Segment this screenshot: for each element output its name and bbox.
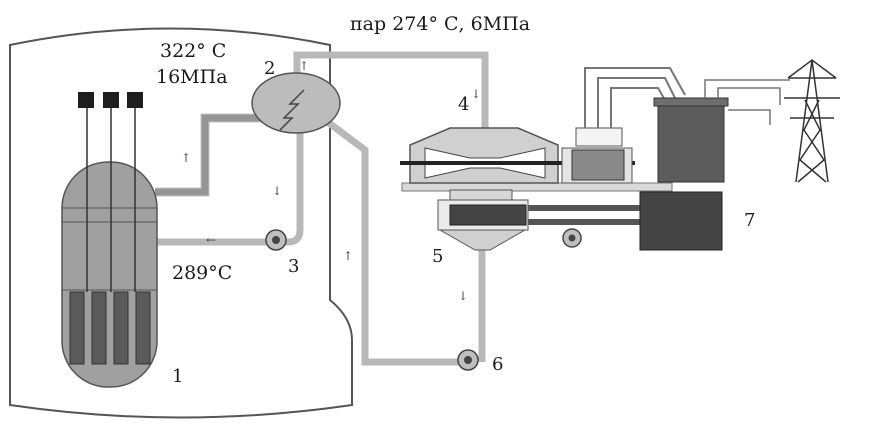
- hot-leg-pipe-outline: [155, 113, 270, 197]
- feedwater-pump-icon: [457, 349, 479, 371]
- generator-output-line: [597, 77, 676, 128]
- flow-arrow-down-icon: ↓: [272, 184, 283, 198]
- transformer-top: [653, 97, 729, 107]
- feedwater-pipe: [322, 117, 470, 366]
- generator: [571, 149, 625, 181]
- condenser-tubes: [449, 204, 527, 226]
- cooling-water-source: [639, 191, 723, 251]
- circulation-pump-icon: [562, 228, 582, 248]
- flow-arrow-up-icon: ↑: [181, 151, 192, 165]
- condenser-top: [449, 189, 513, 201]
- steam-generator: [251, 72, 341, 134]
- control-rod-drive: [127, 92, 143, 108]
- return-temperature-label: 289°C: [172, 262, 233, 284]
- exciter: [575, 127, 623, 147]
- primary-pump-number: 3: [288, 256, 300, 277]
- flow-arrow-down-icon: ↓: [471, 87, 482, 101]
- primary-pressure-label: 16МПа: [156, 66, 228, 88]
- reactor-vessel: [61, 161, 158, 388]
- control-rod-drive: [103, 92, 119, 108]
- turbine-number: 4: [458, 94, 470, 115]
- cooling-source-number: 7: [744, 210, 756, 231]
- transmission-line: [728, 109, 771, 125]
- turbine-base: [401, 182, 673, 192]
- generator-output-line: [584, 67, 686, 128]
- flow-arrow-down-icon: ↓: [458, 289, 469, 303]
- steam-parameters-label: пар 274° С, 6МПа: [350, 13, 531, 35]
- primary-temperature-label: 322° C: [160, 40, 227, 62]
- power-pylon-icon: [784, 59, 840, 183]
- fuel-assembly: [69, 291, 85, 365]
- cold-leg-pipe: [155, 120, 304, 246]
- transmission-line: [717, 87, 781, 105]
- reactor-number: 1: [172, 366, 184, 387]
- fuel-assembly: [91, 291, 107, 365]
- control-rod-drive: [78, 92, 94, 108]
- generator-output-line: [610, 87, 666, 128]
- steam-generator-number: 2: [264, 58, 276, 79]
- hot-leg-pipe: [155, 114, 270, 196]
- transformer: [657, 101, 725, 183]
- fuel-assembly: [135, 291, 151, 365]
- condenser-funnel: [438, 229, 527, 251]
- transmission-line: [704, 79, 790, 98]
- primary-pump-icon: [265, 229, 287, 251]
- condenser-number: 5: [432, 246, 444, 267]
- flow-arrow-left-icon: ←: [206, 233, 217, 247]
- flow-arrow-up-icon: ↑: [343, 249, 354, 263]
- feedwater-pump-number: 6: [492, 354, 504, 375]
- steam-line-pipe: [293, 51, 489, 130]
- flow-arrow-up-icon: ↑: [299, 59, 310, 73]
- steam-generator-coil: [279, 89, 305, 131]
- fuel-assembly: [113, 291, 129, 365]
